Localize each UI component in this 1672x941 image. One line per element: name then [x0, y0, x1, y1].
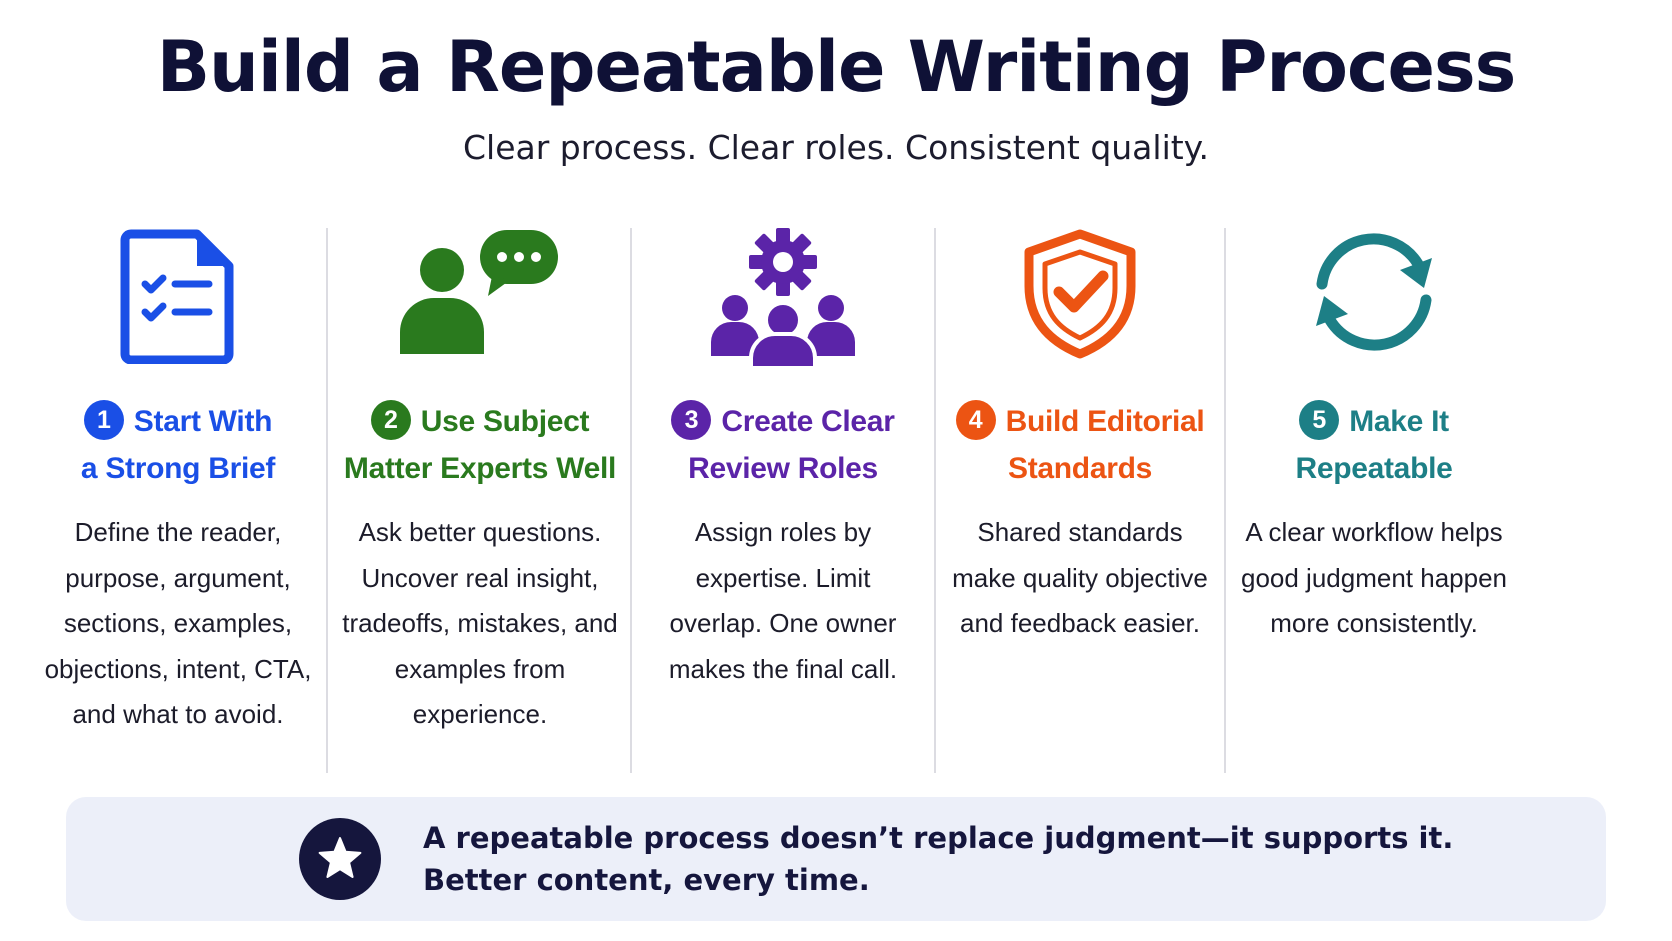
step-3-description: Assign roles by expertise. Limit overlap…: [668, 517, 898, 684]
process-steps: 1 Start With a Strong Brief Define the re…: [30, 228, 1642, 773]
step-4-number: 4: [955, 400, 996, 440]
step-divider: [1224, 228, 1226, 773]
step-5-title: 5 Make It Repeatable: [1226, 398, 1522, 492]
step-divider: [630, 228, 632, 773]
step-5-title-line1: Make It: [1349, 405, 1449, 438]
star-icon: [318, 837, 362, 878]
step-4-title-line2: Standards: [1007, 452, 1152, 485]
step-divider: [934, 228, 936, 773]
step-4-description: Shared standards make quality objective …: [952, 517, 1208, 638]
step-2-title: 2 Use Subject Matter Experts Well: [328, 398, 632, 492]
step-5-title-line2: Repeatable: [1295, 452, 1453, 485]
page-subtitle: Clear process. Clear roles. Consistent q…: [462, 128, 1209, 167]
step-1-description: Define the reader, purpose, argument, se…: [44, 517, 312, 729]
callout-text: A repeatable process doesn’t replace jud…: [423, 817, 1473, 901]
refresh-cycle-icon: [1316, 233, 1432, 351]
step-3-title-line1: Create Clear: [721, 405, 895, 438]
step-5-card: 5 Make It Repeatable A clear workflow hel…: [1226, 228, 1522, 773]
step-1-title: 1 Start With a Strong Brief: [30, 398, 326, 492]
step-4-title: 4 Build Editorial Standards: [936, 398, 1224, 492]
star-badge: [299, 818, 381, 900]
summary-callout: A repeatable process doesn’t replace jud…: [66, 797, 1606, 921]
step-2-card: 2 Use Subject Matter Experts Well Ask bet…: [328, 228, 632, 773]
step-1-card: 1 Start With a Strong Brief Define the re…: [30, 228, 326, 773]
step-2-number: 2: [370, 400, 411, 440]
step-5-description: A clear workflow helps good judgment hap…: [1240, 517, 1507, 638]
team-gear-icon: [711, 228, 855, 368]
step-divider: [326, 228, 328, 773]
expert-chat-icon: [400, 230, 558, 354]
step-3-number: 3: [671, 400, 712, 440]
shield-check-icon: [1024, 229, 1136, 359]
step-1-number: 1: [83, 400, 124, 440]
step-5-number: 5: [1299, 400, 1340, 440]
step-2-title-line1: Use Subject: [420, 405, 590, 438]
step-3-title: 3 Create Clear Review Roles: [632, 398, 934, 492]
step-4-card: 4 Build Editorial Standards Shared standa…: [936, 228, 1224, 773]
step-3-card: 3 Create Clear Review Roles Assign roles …: [632, 228, 934, 773]
step-1-title-line2: a Strong Brief: [80, 452, 276, 485]
step-2-description: Ask better questions. Uncover real insig…: [342, 517, 618, 729]
step-3-title-line2: Review Roles: [688, 452, 878, 485]
step-1-title-line1: Start With: [133, 405, 273, 438]
page-title: Build a Repeatable Writing Process: [156, 26, 1517, 108]
step-4-title-line1: Build Editorial: [1005, 405, 1205, 438]
step-2-title-line2: Matter Experts Well: [343, 452, 617, 485]
document-checklist-icon: [120, 229, 234, 364]
callout-line-1: A repeatable process doesn’t replace jud…: [423, 821, 1454, 855]
callout-line-2: Better content, every time.: [423, 863, 870, 897]
